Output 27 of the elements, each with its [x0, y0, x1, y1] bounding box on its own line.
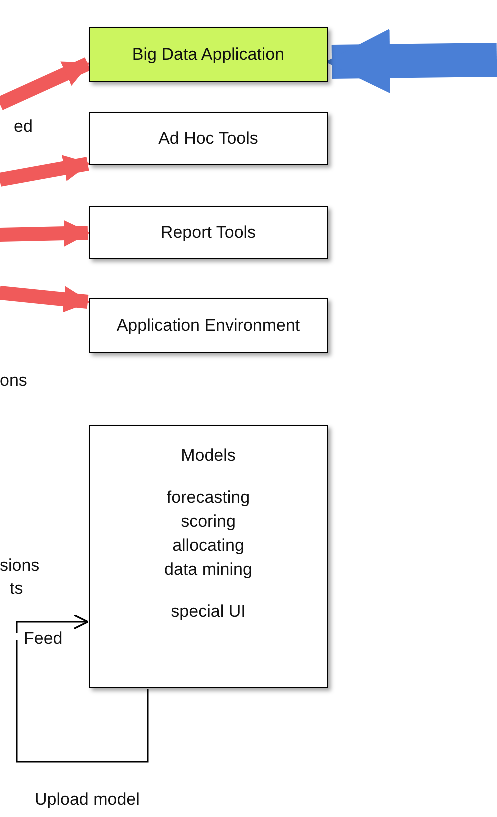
process-box	[89, 112, 328, 165]
box-text: allocating	[172, 536, 246, 556]
text-label: ed	[14, 118, 33, 135]
connector-line	[16, 640, 149, 763]
block-arrow	[0, 155, 91, 187]
text-label: ts	[10, 580, 24, 597]
box-text: forecasting	[166, 488, 252, 508]
box-text: data mining	[164, 560, 254, 580]
box-text: scoring	[180, 512, 237, 532]
text-label: sions	[0, 557, 40, 574]
text-label: ons	[0, 372, 28, 389]
process-box	[89, 27, 328, 82]
block-arrow	[0, 220, 91, 247]
arrow	[16, 614, 89, 633]
edge-label: Feed	[22, 630, 65, 647]
process-box	[89, 425, 328, 688]
block-arrow	[0, 286, 91, 313]
box-text: special UI	[170, 602, 247, 622]
block-arrow	[0, 58, 91, 110]
box-text: Report Tools	[160, 222, 258, 242]
text-label: Upload model	[35, 791, 140, 808]
box-heading: Models	[180, 446, 237, 466]
process-box	[89, 298, 328, 353]
box-text: Application Environment	[116, 316, 302, 336]
process-box	[89, 206, 328, 259]
box-text: Big Data Application	[131, 44, 286, 64]
box-text: Ad Hoc Tools	[158, 128, 260, 148]
